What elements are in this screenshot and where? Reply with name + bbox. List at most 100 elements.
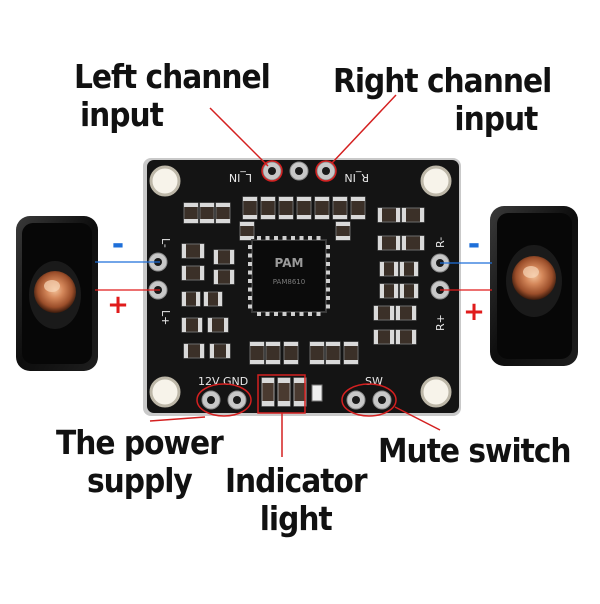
led [311,384,323,402]
solder-pad [289,161,309,181]
smd-part [278,196,294,220]
solder-pad [372,390,392,410]
mute-switch-label: Mute switch [378,431,572,470]
chip-pin [248,296,252,300]
chip-pin [257,236,261,240]
smd-part [401,207,425,223]
left-channel-input-label: Left channel input [74,57,271,134]
right-channel-input-label: Right channel input [333,61,552,138]
chip-pin [326,270,330,275]
silk-r-plus: R+ [434,314,447,331]
solder-pad [346,390,366,410]
smd-part [395,305,417,321]
right-channel-input-line1: Right channel [333,61,552,100]
chip-pin [326,296,330,300]
chip-pin [282,312,287,316]
mute-ring [341,383,397,417]
smd-part [242,196,258,220]
indicator-part [277,377,291,407]
smd-part [207,317,229,333]
right-channel-input-line2: input [454,99,538,138]
solder-pad [227,390,247,410]
smd-part [335,221,351,241]
smd-part [265,341,281,365]
chip-pin [308,236,312,240]
smd-part [181,243,205,259]
silk-l-in: L_IN [229,171,252,184]
smd-part [379,261,399,277]
silk-l-minus: L- [159,238,172,248]
chip-pin [265,312,270,316]
smd-part [260,196,276,220]
left-input-pointer [209,107,269,167]
power-ring [196,383,252,417]
right-plus-sign: + [463,297,485,327]
chip-pin [282,236,287,240]
smd-part [399,283,419,299]
smd-part [183,343,205,359]
chip-brand: PAM [275,256,304,270]
chip-pin [274,236,278,240]
mounting-hole [149,165,181,197]
mounting-hole [420,165,452,197]
left-speaker [16,216,98,371]
smd-part [209,343,231,359]
chip-pin [326,287,330,292]
mute-pointer [394,406,441,431]
smd-part [213,269,235,285]
left-plus-sign: + [107,290,129,320]
right-input-pointer [331,94,397,164]
power-pointer [149,416,206,422]
solder-pad [316,161,336,181]
smd-part [213,249,235,265]
amplifier-chip: PAM PAM8610 [248,236,330,316]
indicator-light-line2: light [259,499,333,538]
chip-pin [248,287,252,292]
right-input-ring [315,160,337,182]
power-supply-label: The power supply [56,424,224,500]
chip-pin [248,304,252,309]
smd-part [401,235,425,251]
mounting-hole [420,376,452,408]
indicator-light-label: Indicator light [225,462,367,538]
left-channel-input-line1: Left channel [74,57,271,96]
left-input-ring [261,160,283,182]
smd-part [296,196,312,220]
callout-markers [149,94,441,457]
chip-pin [248,262,252,266]
smd-part [181,317,203,333]
chip-pin [316,236,321,240]
smd-part [325,341,341,365]
chip-pin [248,270,252,275]
chip-pin [316,312,321,316]
solder-pad [201,390,221,410]
silk-r-minus: R- [434,237,447,248]
chip-pin [326,304,330,309]
smd-part [215,202,231,224]
smd-part [249,341,265,365]
smd-part [350,196,366,220]
smd-part [239,221,255,241]
smd-part [377,207,401,223]
smd-part [379,283,399,299]
silk-l-plus: L+ [159,310,172,325]
mute-switch-text: Mute switch [378,431,572,470]
chip-pin [274,312,278,316]
right-speaker [490,206,578,366]
mounting-hole [149,376,181,408]
power-supply-line2: supply [86,461,193,500]
smd-part [332,196,348,220]
smd-part [181,291,201,307]
indicator-part [261,377,275,407]
left-minus-sign: - [112,227,124,262]
chip-pin [248,253,252,258]
smd-components [181,196,425,407]
chip-pin [326,245,330,249]
smd-part [399,261,419,277]
smd-part [373,305,395,321]
left-speaker-cone [34,271,76,313]
smd-part [373,329,395,345]
smd-part [199,202,215,224]
smd-part [395,329,417,345]
